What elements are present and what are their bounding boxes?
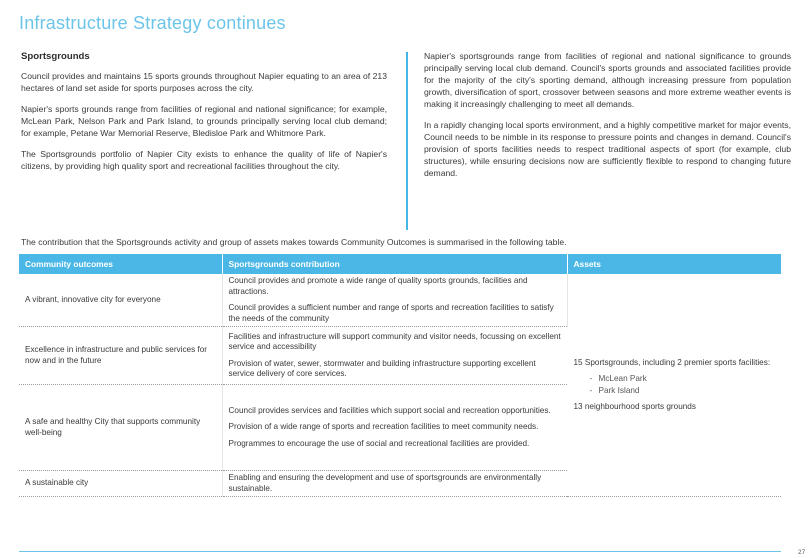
contribution-item: Enabling and ensuring the development an… bbox=[228, 473, 542, 493]
list-item: McLean Park bbox=[590, 374, 776, 385]
page-title: Infrastructure Strategy continues bbox=[19, 13, 286, 33]
left-paragraph-3: The Sportsgrounds portfolio of Napier Ci… bbox=[21, 149, 387, 171]
table-row: A sustainable city Enabling and ensuring… bbox=[19, 470, 781, 497]
header-assets: Assets bbox=[567, 254, 781, 274]
contribution-cell: Facilities and infrastructure will suppo… bbox=[222, 326, 567, 385]
list-item: Park Island bbox=[590, 386, 776, 397]
contribution-cell: Council provides services and facilities… bbox=[222, 384, 567, 471]
table-row: Excellence in infrastructure and public … bbox=[19, 326, 781, 385]
contribution-cell: Council provides and promote a wide rang… bbox=[222, 274, 568, 327]
community-outcomes-table: Community outcomes Sportsgrounds contrib… bbox=[19, 254, 781, 497]
premier-facilities-list: McLean Park Park Island bbox=[590, 374, 776, 397]
footer-rule bbox=[19, 551, 781, 552]
outcome-cell: A vibrant, innovative city for everyone bbox=[19, 274, 223, 327]
right-paragraph-2: In a rapidly changing local sports envir… bbox=[424, 120, 791, 178]
assets-footer: 13 neighbourhood sports grounds bbox=[573, 401, 696, 411]
contribution-cell: Enabling and ensuring the development an… bbox=[222, 470, 567, 497]
left-paragraph-1: Council provides and maintains 15 sports… bbox=[21, 71, 387, 93]
page-number: 27 bbox=[798, 549, 806, 556]
section-heading-sportsgrounds: Sportsgrounds bbox=[21, 51, 90, 62]
outcome-cell: A safe and healthy City that supports co… bbox=[19, 384, 223, 471]
outcome-cell: Excellence in infrastructure and public … bbox=[19, 326, 223, 385]
left-column: Sportsgrounds Council provides and maint… bbox=[21, 50, 387, 181]
header-community-outcomes: Community outcomes bbox=[19, 254, 223, 274]
right-paragraph-1: Napier's sportsgrounds range from facili… bbox=[424, 51, 791, 109]
contribution-item: Council provides and promote a wide rang… bbox=[228, 276, 528, 296]
table-intro: The contribution that the Sportsgrounds … bbox=[21, 237, 567, 247]
contribution-item: Council provides a sufficient number and… bbox=[228, 303, 554, 323]
assets-cell: 15 Sportsgrounds, including 2 premier sp… bbox=[567, 274, 781, 497]
table-row: A safe and healthy City that supports co… bbox=[19, 384, 781, 471]
header-sportsgrounds-contribution: Sportsgrounds contribution bbox=[222, 254, 568, 274]
assets-summary: 15 Sportsgrounds, including 2 premier sp… bbox=[573, 358, 771, 367]
outcome-cell: A sustainable city bbox=[19, 470, 223, 497]
table-row: A vibrant, innovative city for everyone … bbox=[19, 274, 781, 497]
table-header-row: Community outcomes Sportsgrounds contrib… bbox=[19, 254, 781, 274]
right-column: Napier's sportsgrounds range from facili… bbox=[424, 50, 791, 188]
contribution-item: Provision of a wide range of sports and … bbox=[228, 422, 539, 432]
contribution-item: Programmes to encourage the use of socia… bbox=[228, 438, 530, 448]
contribution-item: Provision of water, sewer, stormwater an… bbox=[228, 358, 536, 379]
contribution-item: Council provides services and facilities… bbox=[228, 405, 551, 415]
column-divider bbox=[406, 52, 408, 230]
contribution-item: Facilities and infrastructure will suppo… bbox=[228, 331, 561, 352]
left-paragraph-2: Napier's sports grounds range from facil… bbox=[21, 104, 387, 138]
